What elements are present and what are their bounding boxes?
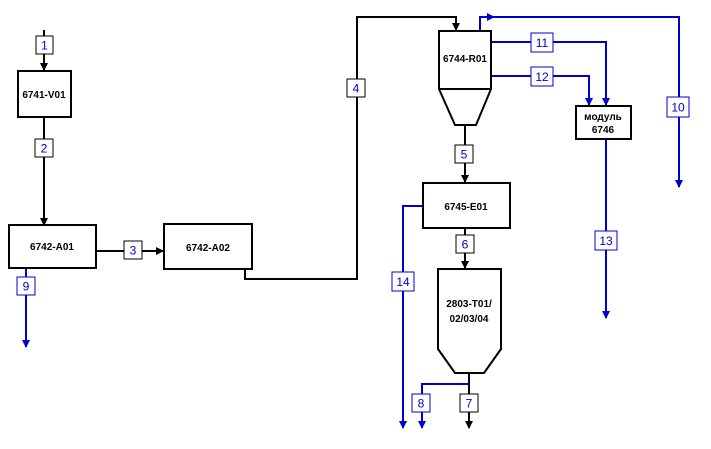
unit-6742-A02: 6742-A02: [163, 223, 253, 270]
stream-tag-4: 4: [346, 78, 366, 98]
stream-8-line: [418, 383, 469, 429]
svg-text:3: 3: [130, 244, 137, 258]
svg-text:8: 8: [418, 397, 425, 411]
unit-6741-V01-label: 6741-V01: [22, 90, 66, 101]
stream-tag-3: 3: [123, 240, 143, 260]
unit-2803-T01-label-2: 02/03/04: [450, 314, 489, 325]
stream-tag-11: 11: [530, 32, 554, 53]
unit-module-6746-label-2: 6746: [592, 125, 615, 136]
svg-text:13: 13: [599, 234, 613, 248]
stream-tag-6: 6: [455, 234, 475, 254]
stream-11-line: [491, 41, 610, 106]
svg-text:12: 12: [535, 70, 549, 84]
svg-text:2: 2: [41, 142, 48, 156]
stream-tag-5: 5: [454, 144, 474, 164]
unit-2803-T01: 2803-T01/ 02/03/04: [437, 268, 502, 374]
unit-2803-T01-label-1: 2803-T01/: [446, 299, 492, 310]
stream-tag-12: 12: [530, 66, 554, 87]
unit-6742-A01: 6742-A01: [8, 224, 97, 269]
stream-14-line: [399, 205, 422, 429]
stream-tag-10: 10: [666, 96, 690, 118]
stream-tag-2: 2: [34, 138, 54, 158]
unit-module-6746: модуль 6746: [575, 105, 632, 140]
svg-text:11: 11: [536, 36, 549, 50]
unit-6744-R01: 6744-R01: [438, 30, 492, 126]
stream-tag-14: 14: [391, 271, 415, 292]
unit-6745-E01-label: 6745-E01: [444, 202, 488, 213]
svg-text:4: 4: [353, 82, 360, 96]
svg-text:6: 6: [462, 238, 469, 252]
stream-tag-13: 13: [594, 230, 618, 251]
unit-6742-A02-label: 6742-A02: [186, 243, 230, 254]
svg-text:9: 9: [23, 280, 30, 294]
unit-6745-E01: 6745-E01: [422, 182, 511, 229]
unit-6741-V01: 6741-V01: [17, 70, 72, 118]
stream-tag-1: 1: [35, 35, 54, 55]
unit-6744-R01-label: 6744-R01: [443, 54, 487, 65]
unit-6742-A01-label: 6742-A01: [30, 242, 74, 253]
stream-tag-8: 8: [411, 393, 431, 413]
stream-tag-7: 7: [459, 393, 479, 413]
svg-text:1: 1: [41, 39, 48, 53]
stream-tag-9: 9: [16, 276, 36, 296]
svg-text:7: 7: [466, 397, 473, 411]
svg-text:10: 10: [671, 101, 685, 115]
stream-12-line: [491, 75, 593, 106]
stream-4-line: [244, 16, 460, 280]
svg-text:5: 5: [461, 148, 468, 162]
unit-module-6746-label-1: модуль: [584, 112, 622, 123]
svg-text:14: 14: [396, 275, 410, 289]
